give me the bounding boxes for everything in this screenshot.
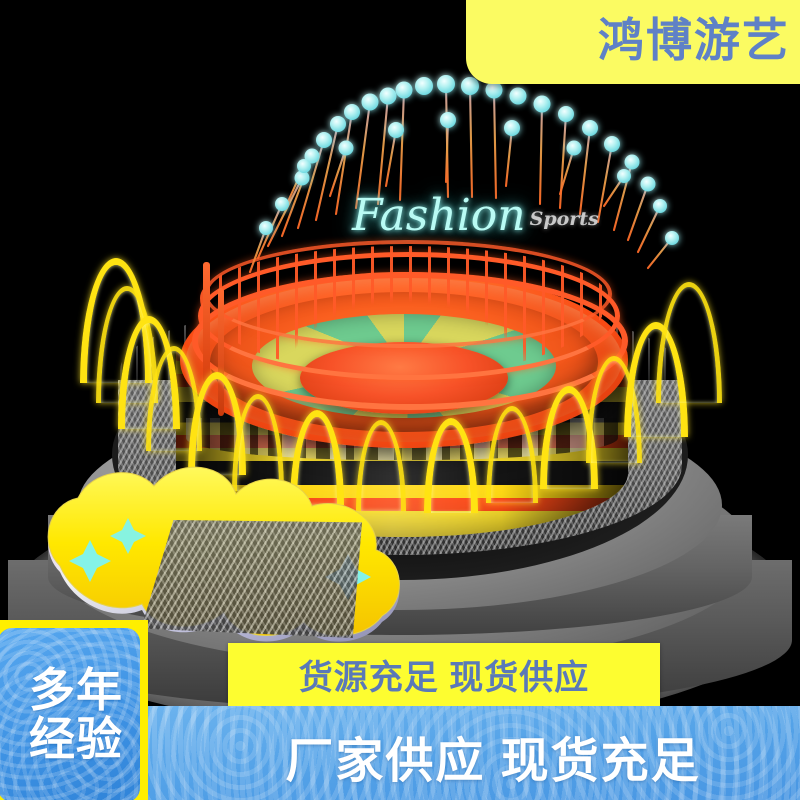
antenna-light-ball xyxy=(617,169,631,183)
arch-railing xyxy=(656,282,722,403)
arch-railing xyxy=(424,418,478,513)
antenna-rod xyxy=(578,126,592,216)
antenna-rod xyxy=(398,88,406,202)
antenna-light-ball xyxy=(485,81,503,99)
antenna-light-ball xyxy=(275,197,289,211)
antenna-rod xyxy=(558,146,576,196)
experience-badge-line-2: 经验 xyxy=(29,713,123,765)
brand-banner-text: 鸿博游艺 xyxy=(598,14,790,66)
hoop-support-post-left xyxy=(203,262,210,382)
antenna-light-ball xyxy=(582,120,598,136)
antenna-light-ball xyxy=(504,120,520,136)
antenna-light-ball xyxy=(461,77,479,95)
ride-logo-primary: Fashion xyxy=(352,190,526,241)
antenna-light-ball xyxy=(665,231,679,245)
antenna-light-ball xyxy=(388,122,404,138)
supply-banner-yellow: 货源充足 现货供应 xyxy=(228,643,660,706)
supply-banner-yellow-text: 货源充足 现货供应 xyxy=(298,659,590,697)
supply-banner-blue-text: 厂家供应 现货充足 xyxy=(285,735,701,788)
antenna-rod xyxy=(328,146,348,198)
arch-railing xyxy=(486,406,538,503)
antenna-rod xyxy=(384,128,398,188)
antenna-light-ball xyxy=(338,140,354,156)
antenna-light-ball xyxy=(640,176,656,192)
antenna-rod xyxy=(266,176,304,248)
antenna-rod xyxy=(626,182,650,242)
antenna-light-ball xyxy=(379,87,397,105)
antenna-rod xyxy=(334,110,354,216)
experience-badge: 多年 经验 xyxy=(0,620,148,800)
antenna-rod xyxy=(296,138,326,230)
antenna-light-array xyxy=(248,75,679,274)
antenna-light-ball xyxy=(361,93,379,111)
antenna-light-ball xyxy=(533,95,551,113)
antenna-rod xyxy=(314,122,340,222)
brand-banner: 鸿博游艺 xyxy=(466,0,800,84)
antenna-light-ball xyxy=(316,132,332,148)
antenna-light-ball xyxy=(437,75,455,93)
hoop-support-post-left-2 xyxy=(218,288,224,416)
antenna-rod xyxy=(248,226,268,274)
antenna-rod xyxy=(538,102,544,206)
arch-railing xyxy=(290,410,344,505)
hoop-ring-lower xyxy=(192,272,628,410)
antenna-light-ball xyxy=(604,136,620,152)
antenna-light-ball xyxy=(415,77,433,95)
antenna-light-ball xyxy=(297,159,311,173)
antenna-light-ball xyxy=(395,81,413,99)
antenna-rod xyxy=(596,142,614,224)
antenna-light-ball xyxy=(566,140,582,156)
antenna-rod xyxy=(354,100,372,210)
antenna-rod xyxy=(492,88,498,200)
antenna-light-ball xyxy=(304,148,320,164)
experience-badge-inner: 多年 经验 xyxy=(0,628,140,800)
antenna-light-ball xyxy=(330,116,346,132)
antenna-rod xyxy=(636,204,662,254)
antenna-rod xyxy=(444,118,450,184)
ride-logo-secondary: Sports xyxy=(529,207,599,230)
stair-mesh-detail xyxy=(141,520,362,638)
ride-logo: Fashion Sports xyxy=(352,190,599,241)
antenna-light-ball xyxy=(259,221,273,235)
antenna-rod xyxy=(504,126,514,188)
antenna-light-ball xyxy=(294,170,310,186)
antenna-light-ball xyxy=(440,112,456,128)
antenna-light-ball xyxy=(653,199,667,213)
antenna-light-ball xyxy=(509,87,527,105)
antenna-light-ball xyxy=(344,104,360,120)
antenna-light-ball xyxy=(624,154,640,170)
antenna-rod xyxy=(376,94,390,206)
experience-badge-line-1: 多年 xyxy=(29,664,123,717)
supply-banner-blue: 厂家供应 现货充足 xyxy=(148,706,800,800)
antenna-light-ball xyxy=(558,106,574,122)
antenna-rod xyxy=(468,84,474,199)
